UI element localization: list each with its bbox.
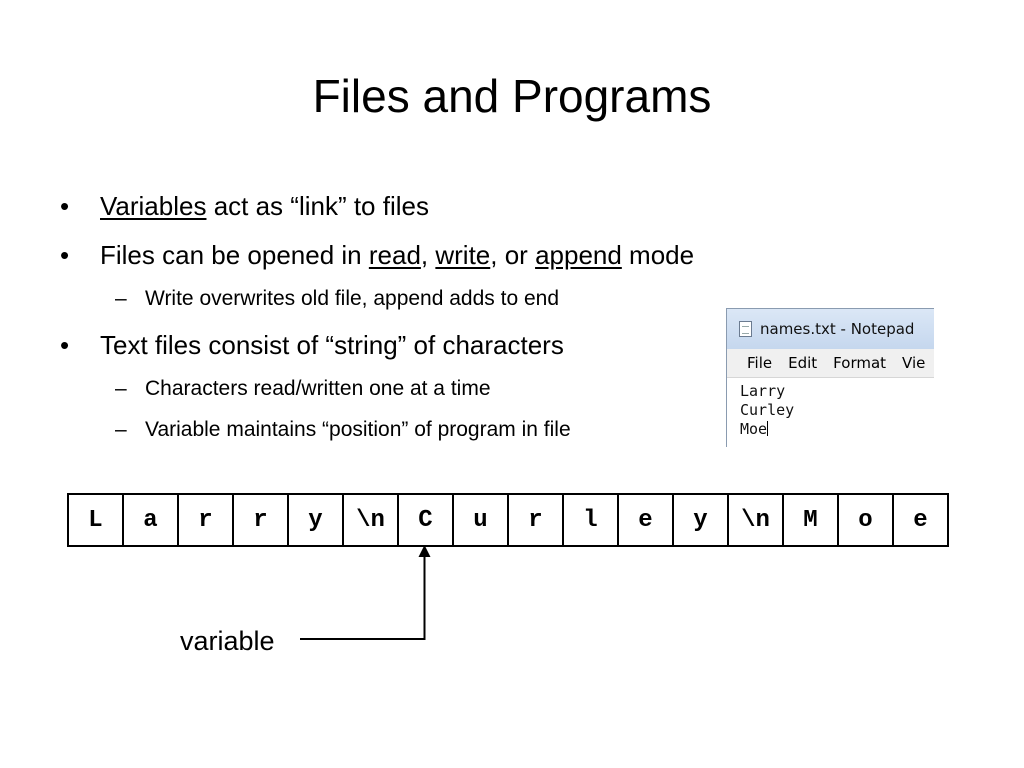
char-cell: u xyxy=(454,493,509,547)
slide-title: Files and Programs xyxy=(312,70,712,122)
notepad-line: Larry xyxy=(740,382,786,400)
sub-bullet-text: Variable maintains “position” of program… xyxy=(145,418,571,441)
menu-format[interactable]: Format xyxy=(833,354,887,372)
char-cell: y xyxy=(674,493,729,547)
sub-bullet-dash: – xyxy=(115,287,127,310)
term-read: read xyxy=(368,240,421,270)
pointer-label: variable xyxy=(180,626,275,656)
term-append: append xyxy=(535,240,622,270)
pointer-line xyxy=(300,556,426,640)
sub-bullet-dash: – xyxy=(115,418,127,441)
bullet-dot: • xyxy=(60,330,70,360)
char-cell: r xyxy=(179,493,234,547)
bullet-text: , xyxy=(420,240,436,270)
bullet-text-files: • Text files consist of “string” of chara… xyxy=(60,329,564,361)
char-cell: o xyxy=(839,493,894,547)
sub-bullet-overwrite: –Write overwrites old file, append adds … xyxy=(115,285,559,313)
char-cell: C xyxy=(399,493,454,547)
text-caret xyxy=(767,421,769,436)
bullet-text: mode xyxy=(621,240,695,270)
char-cell: e xyxy=(619,493,674,547)
char-cell: l xyxy=(564,493,619,547)
notepad-line: Curley xyxy=(740,401,795,419)
sub-bullet-dash: – xyxy=(115,377,127,400)
sub-bullet-one-at-a-time: –Characters read/written one at a time xyxy=(115,375,491,403)
notepad-title: names.txt - Notepad xyxy=(760,320,915,338)
char-cell: r xyxy=(234,493,289,547)
term-variables: Variables xyxy=(100,191,207,221)
char-cell: r xyxy=(509,493,564,547)
notepad-menubar: File Edit Format Vie xyxy=(727,349,934,378)
notepad-titlebar: names.txt - Notepad xyxy=(727,309,934,349)
menu-edit[interactable]: Edit xyxy=(788,354,818,372)
notepad-window: names.txt - Notepad File Edit Format Vie… xyxy=(726,308,934,447)
bullet-text: Files can be opened in xyxy=(100,240,369,270)
bullet-text: act as “link” to files xyxy=(206,191,429,221)
notepad-line-last: Moe xyxy=(740,420,769,438)
notepad-file-icon xyxy=(739,321,752,337)
char-cell: M xyxy=(784,493,839,547)
bullet-variables: • Variables act as “link” to files xyxy=(60,190,429,222)
bullet-modes: •Files can be opened in read, write, or … xyxy=(60,239,694,271)
bullet-text: , or xyxy=(490,240,536,270)
char-cell: e xyxy=(894,493,949,547)
char-cell: \n xyxy=(729,493,784,547)
bullet-dot: • xyxy=(60,191,70,221)
notepad-text-area[interactable]: Larry Curley Moe xyxy=(727,378,934,439)
menu-view[interactable]: Vie xyxy=(902,354,926,372)
sub-bullet-text: Characters read/written one at a time xyxy=(145,377,491,400)
sub-bullet-text: Write overwrites old file, append adds t… xyxy=(145,287,560,310)
bullet-dot: • xyxy=(60,240,70,270)
bullet-text: Text files consist of “string” of charac… xyxy=(100,330,564,360)
char-cell: a xyxy=(124,493,179,547)
char-cell: L xyxy=(69,493,124,547)
sub-bullet-position: –Variable maintains “position” of progra… xyxy=(115,416,571,444)
char-cell: \n xyxy=(344,493,399,547)
term-write: write xyxy=(435,240,491,270)
char-cell: y xyxy=(289,493,344,547)
arrow-head-icon xyxy=(418,545,431,557)
menu-file[interactable]: File xyxy=(747,354,773,372)
